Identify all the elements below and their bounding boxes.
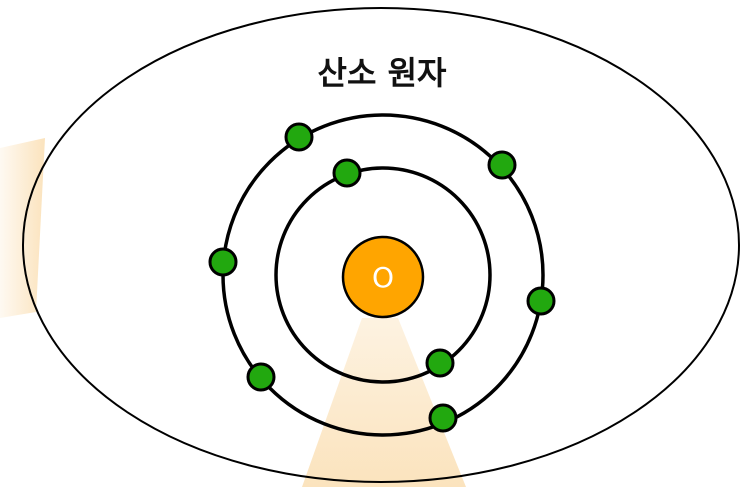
electron (248, 364, 274, 390)
bottom-light-beam (302, 318, 466, 487)
electron (528, 288, 554, 314)
electron (427, 350, 453, 376)
electron (286, 124, 312, 150)
nucleus-label: O (372, 261, 394, 294)
diagram-title: 산소 원자 (318, 54, 447, 92)
electron (430, 405, 456, 431)
electron (334, 160, 360, 186)
left-light-beam (0, 138, 45, 318)
electron (489, 152, 515, 178)
electron (210, 249, 236, 275)
